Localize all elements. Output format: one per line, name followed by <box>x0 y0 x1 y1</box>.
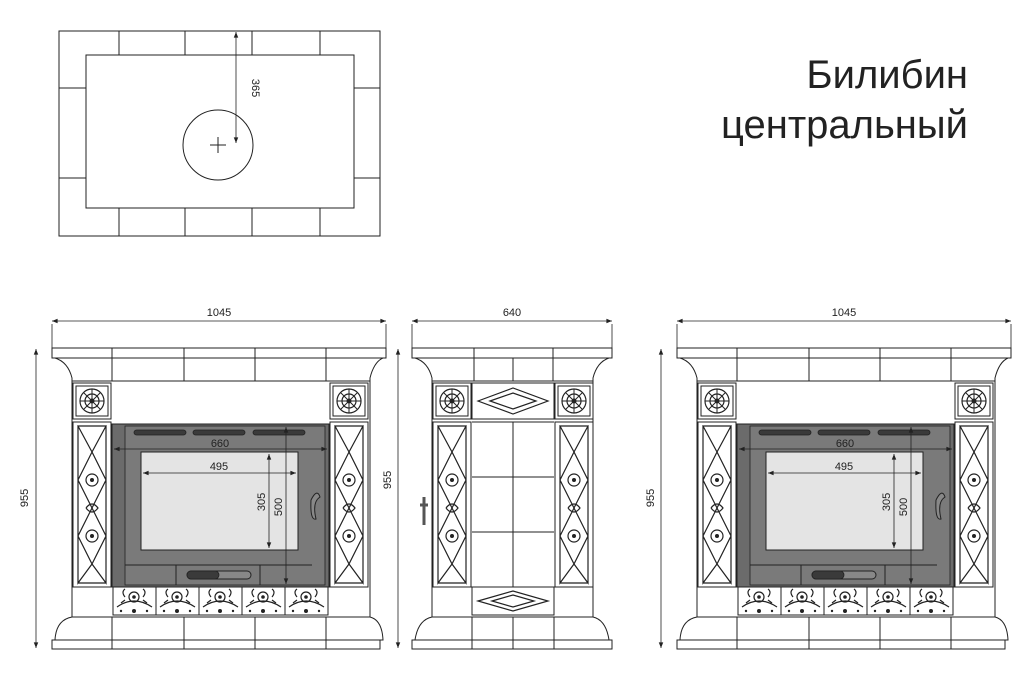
front-view-left: 1045 955 660 495 305 500 <box>19 307 386 649</box>
title-line-2: центральный <box>721 103 968 147</box>
door-width-label: 660 <box>836 438 854 450</box>
glass-height-label: 305 <box>881 493 893 511</box>
height-dimension-label: 955 <box>19 489 31 507</box>
top-view-plan: 365 <box>58 30 381 237</box>
glass-width-label: 495 <box>210 461 228 473</box>
title-line-1: Билибин <box>806 53 968 97</box>
width-dimension-label: 1045 <box>207 307 231 319</box>
front-view-right: 1045 955 660 495 305 500 <box>645 307 1011 649</box>
width-dimension-label: 1045 <box>832 307 856 319</box>
door-width-label: 660 <box>211 438 229 450</box>
side-height-label: 955 <box>382 471 394 489</box>
glass-height-label: 305 <box>256 493 268 511</box>
depth-dimension-label: 365 <box>249 79 261 97</box>
side-view: 640 955 <box>382 307 613 650</box>
door-height-label: 500 <box>898 498 910 516</box>
side-width-label: 640 <box>503 307 521 319</box>
door-height-label: 500 <box>273 498 285 516</box>
height-dimension-label: 955 <box>645 489 657 507</box>
glass-width-label: 495 <box>835 461 853 473</box>
